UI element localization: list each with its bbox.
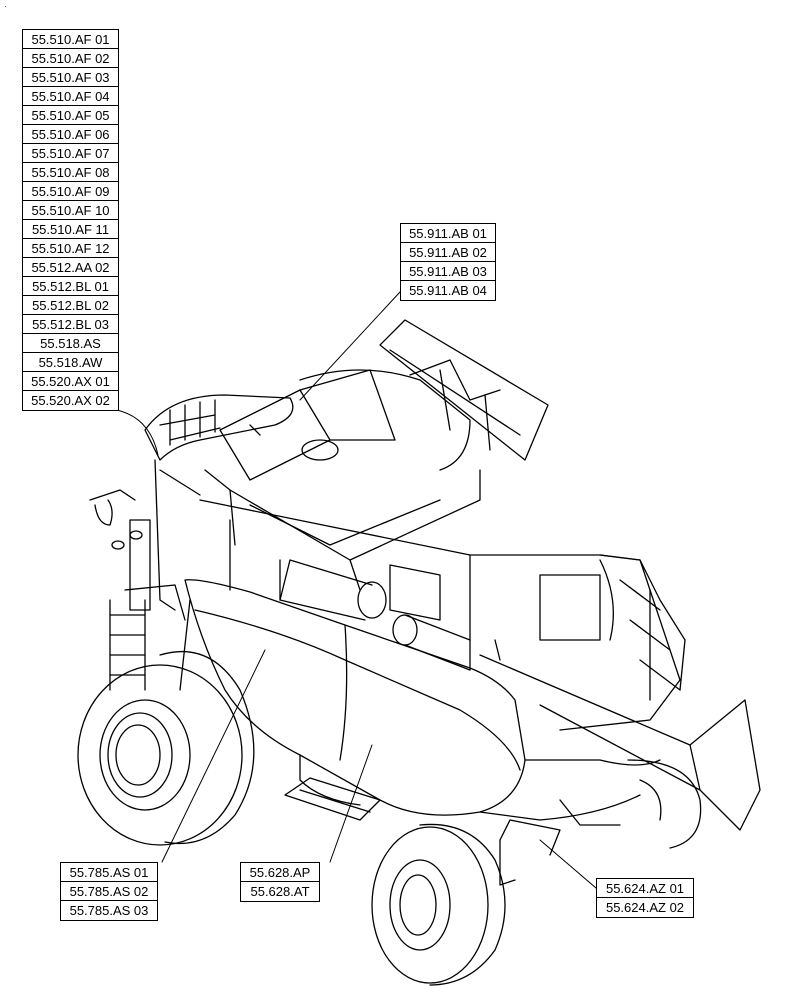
part-ref-label[interactable]: 55.785.AS 03 — [69, 903, 149, 918]
cab — [89, 459, 201, 611]
part-ref-label[interactable]: 55.512.BL 03 — [23, 315, 118, 334]
rear-wheel-right — [627, 759, 702, 849]
part-ref-label[interactable]: 55.512.BL 01 — [23, 277, 118, 296]
part-ref-label[interactable]: 55.510.AF 09 — [23, 182, 118, 201]
part-ref-label[interactable]: 55.510.AF 06 — [23, 125, 118, 144]
leader-lines — [116, 291, 597, 889]
part-ref-label[interactable]: 55.785.AS 01 — [61, 863, 157, 882]
unloading-auger — [279, 559, 761, 831]
part-ref-label[interactable]: 55.911.AB 04 — [409, 283, 487, 298]
undercarriage — [284, 777, 621, 886]
part-ref-label[interactable]: 55.624.AZ 02 — [605, 900, 685, 915]
part-ref-label[interactable]: 55.518.AW — [23, 353, 118, 372]
rear-railing — [599, 554, 686, 701]
part-ref-label[interactable]: 55.510.AF 01 — [23, 30, 118, 49]
callout-stack-right: 55.624.AZ 01 55.624.AZ 02 — [596, 878, 694, 918]
part-ref-label[interactable]: 55.520.AX 02 — [31, 393, 110, 408]
part-ref-label[interactable]: 55.520.AX 01 — [23, 372, 118, 391]
part-ref-label[interactable]: 55.510.AF 10 — [23, 201, 118, 220]
corner-mark: · — [4, 2, 7, 11]
part-ref-label[interactable]: 55.510.AF 05 — [23, 106, 118, 125]
part-ref-label[interactable]: 55.510.AF 08 — [23, 163, 118, 182]
part-ref-label[interactable]: 55.510.AF 04 — [23, 87, 118, 106]
part-ref-label[interactable]: 55.512.AA 02 — [23, 258, 118, 277]
part-ref-label[interactable]: 55.628.AP — [241, 863, 319, 882]
part-ref-label[interactable]: 55.512.BL 02 — [23, 296, 118, 315]
grain-tank — [204, 369, 481, 591]
part-ref-label[interactable]: 55.628.AT — [250, 884, 310, 899]
part-ref-label[interactable]: 55.510.AF 11 — [23, 220, 118, 239]
front-wheel — [371, 823, 506, 986]
part-ref-label[interactable]: 55.911.AB 01 — [401, 224, 495, 243]
part-ref-label[interactable]: 55.911.AB 02 — [401, 243, 495, 262]
part-ref-label[interactable]: 55.911.AB 03 — [401, 262, 495, 281]
ladder — [109, 584, 186, 691]
cab-roof-rail — [144, 394, 294, 461]
part-ref-label[interactable]: 55.624.AZ 01 — [597, 879, 693, 898]
part-ref-label[interactable]: 55.510.AF 03 — [23, 68, 118, 87]
part-ref-label[interactable]: 55.518.AS — [23, 334, 118, 353]
rear-wheel-left — [77, 651, 255, 846]
engine-deck — [199, 499, 681, 731]
part-ref-label[interactable]: 55.785.AS 02 — [61, 882, 157, 901]
part-ref-label[interactable]: 55.510.AF 12 — [23, 239, 118, 258]
tank-cover-panels — [219, 319, 549, 481]
part-ref-label[interactable]: 55.510.AF 07 — [23, 144, 118, 163]
part-ref-label[interactable]: 55.510.AF 02 — [23, 49, 118, 68]
callout-stack-mid: 55.628.AP 55.628.AT — [240, 862, 320, 902]
